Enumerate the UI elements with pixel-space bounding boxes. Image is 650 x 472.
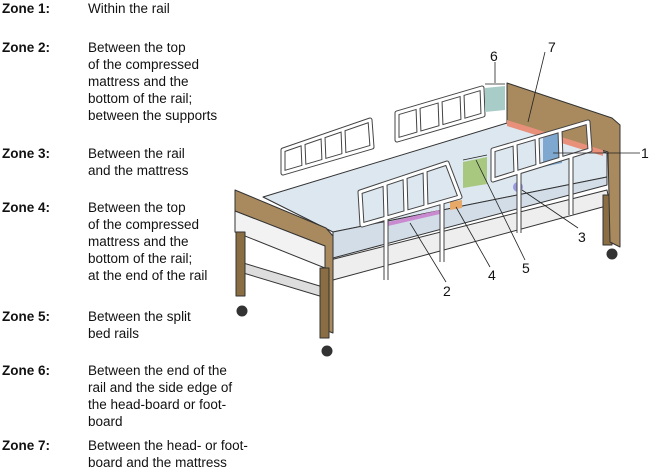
front-left-rail xyxy=(357,160,463,280)
zone-4-area xyxy=(450,200,462,210)
caster xyxy=(236,305,248,317)
zone-description: Within the rail xyxy=(88,1,170,16)
callout-4: 4 xyxy=(488,267,496,283)
callout-6: 6 xyxy=(490,48,498,64)
zone-description: Between the end of the rail and the side… xyxy=(88,363,233,429)
zone-description: Between the rail and the mattress xyxy=(88,146,189,178)
zone-5-area xyxy=(463,157,487,188)
front-right-rail xyxy=(490,119,593,233)
foot-leg-right xyxy=(319,267,330,339)
zone-description: Between the split bed rails xyxy=(88,309,191,341)
zone-description: Between the head- or foot- board and the… xyxy=(88,438,248,470)
zone-label: Zone 6: xyxy=(2,363,51,378)
zone-label: Zone 5: xyxy=(2,309,51,324)
zone-label: Zone 3: xyxy=(2,146,51,161)
leader-lines xyxy=(409,51,640,283)
zone-label: Zone 2: xyxy=(2,40,51,55)
zone-label: Zone 7: xyxy=(2,438,51,453)
bed-frame-lower xyxy=(239,261,334,301)
foot-leg-left xyxy=(235,231,246,297)
zone-2-area xyxy=(388,210,440,226)
zone-description: Between the top of the compressed mattre… xyxy=(88,40,218,123)
callout-7: 7 xyxy=(548,39,556,55)
zone-label: Zone 4: xyxy=(2,200,51,215)
callout-2: 2 xyxy=(443,283,451,299)
zone-label: Zone 1: xyxy=(2,1,51,16)
callout-5: 5 xyxy=(522,260,530,276)
caster xyxy=(606,248,618,260)
zone-6-area xyxy=(485,86,505,112)
zone-description: Between the top of the compressed mattre… xyxy=(88,200,208,283)
callout-1: 1 xyxy=(641,145,649,161)
callout-3: 3 xyxy=(578,229,586,245)
back-left-rail-inner xyxy=(281,118,374,175)
caster xyxy=(321,345,333,357)
